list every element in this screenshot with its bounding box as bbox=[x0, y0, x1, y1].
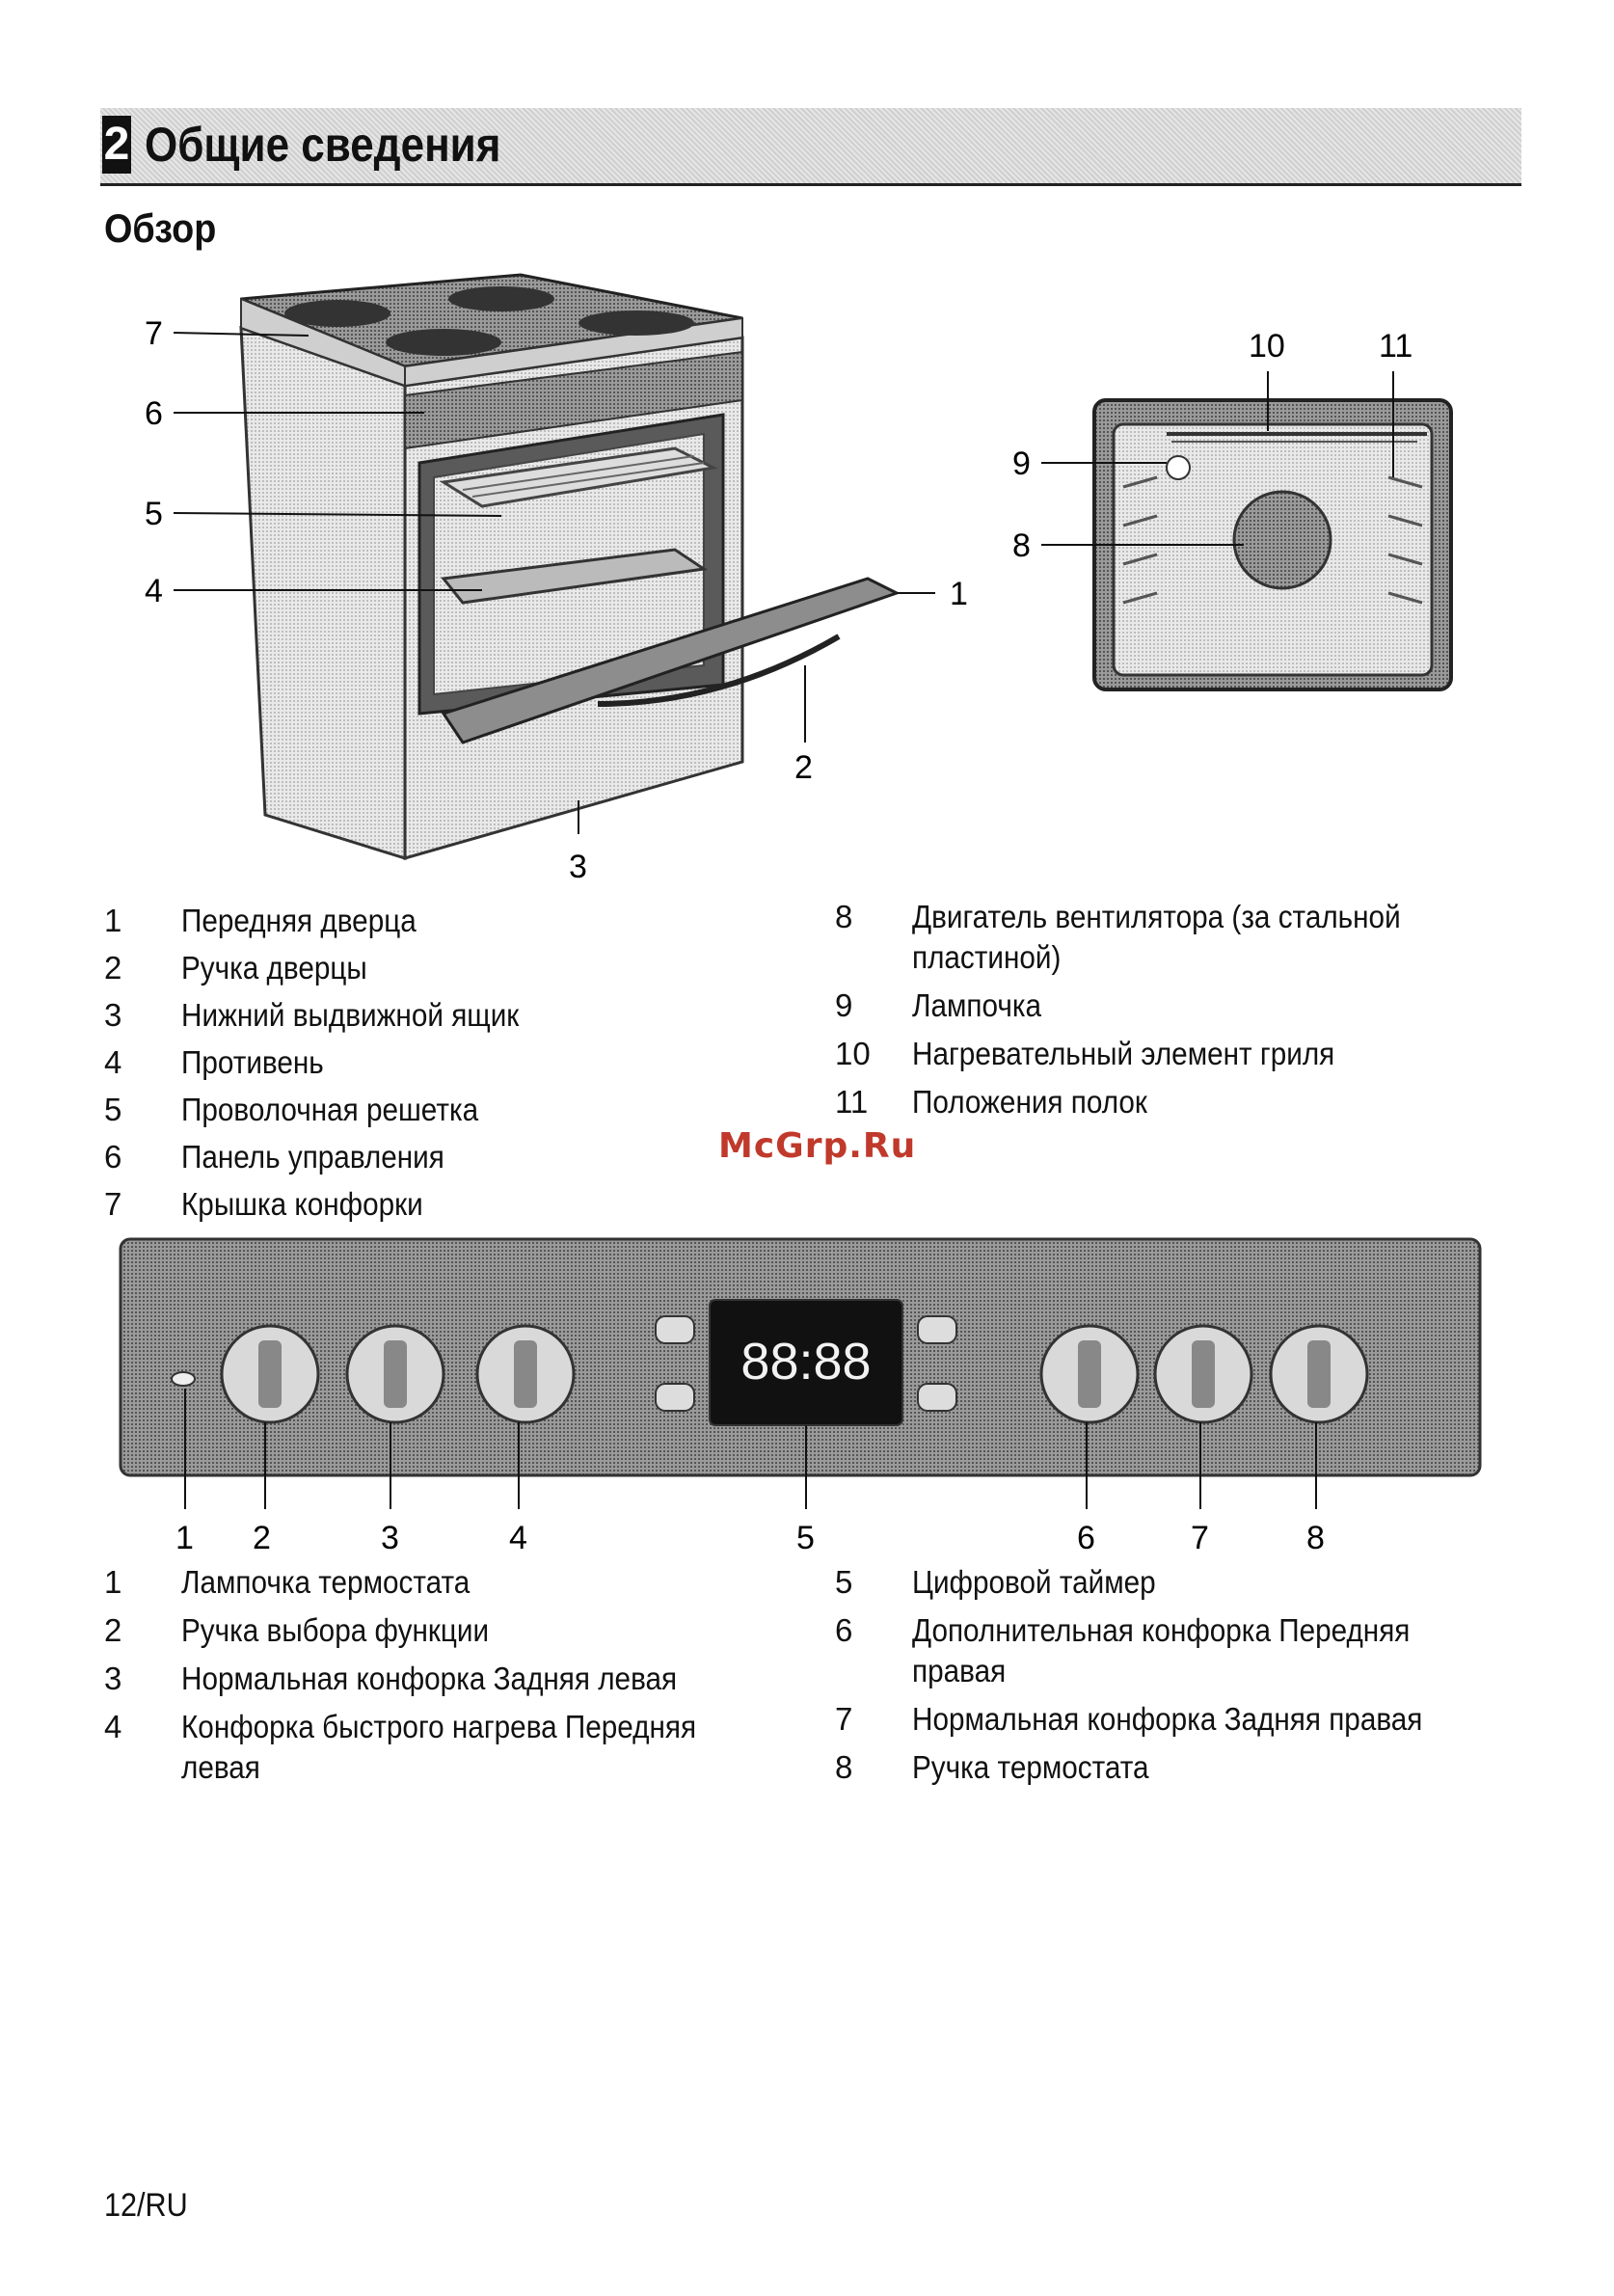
thermostat-lamp bbox=[171, 1371, 196, 1387]
panel-callout-3: 3 bbox=[381, 1520, 399, 1556]
oven-cavity-illustration: 10 11 9 8 bbox=[1012, 328, 1453, 691]
panel-callout-6: 6 bbox=[1077, 1520, 1095, 1556]
section-title: Обзор bbox=[104, 205, 217, 251]
timer-button bbox=[917, 1383, 957, 1412]
control-strip bbox=[404, 350, 743, 450]
timer-button bbox=[655, 1383, 695, 1412]
callout-11: 11 bbox=[1379, 328, 1412, 365]
callout-2: 2 bbox=[794, 749, 813, 786]
timer-button bbox=[655, 1315, 695, 1344]
timer-button bbox=[917, 1315, 957, 1344]
panel-callout-4: 4 bbox=[509, 1520, 527, 1556]
control-panel-illustration: 88:88 1 2 3 4 5 6 7 8 bbox=[119, 1237, 1482, 1556]
panel-callout-7: 7 bbox=[1191, 1520, 1209, 1556]
page-number: 12/RU bbox=[104, 2187, 188, 2224]
callout-4: 4 bbox=[145, 573, 163, 609]
baking-tray bbox=[441, 548, 709, 605]
watermark: McGrp.Ru bbox=[718, 1126, 917, 1166]
panel-callout-5: 5 bbox=[796, 1520, 815, 1556]
panel-callout-8: 8 bbox=[1306, 1520, 1325, 1556]
chapter-title: Общие сведения bbox=[145, 118, 501, 172]
lamp bbox=[1166, 455, 1191, 480]
callout-1: 1 bbox=[950, 576, 968, 612]
callout-3: 3 bbox=[569, 849, 587, 885]
door-handle bbox=[597, 634, 841, 707]
panel-callout-2: 2 bbox=[253, 1520, 271, 1556]
oven-side-panel bbox=[239, 325, 407, 861]
panel-callout-1: 1 bbox=[175, 1520, 194, 1556]
chapter-number: 2 bbox=[102, 116, 131, 174]
callout-5: 5 bbox=[145, 496, 163, 532]
callout-7: 7 bbox=[145, 315, 163, 352]
callout-9: 9 bbox=[1012, 446, 1031, 482]
fan-cover bbox=[1232, 490, 1332, 590]
oven-illustration: 7 6 5 4 1 2 3 bbox=[145, 273, 968, 885]
callout-6: 6 bbox=[145, 395, 163, 432]
callout-8: 8 bbox=[1012, 527, 1031, 564]
timer-digits: 88:88 bbox=[740, 1333, 871, 1391]
chapter-header-band bbox=[100, 108, 1521, 186]
callout-10: 10 bbox=[1249, 328, 1285, 365]
